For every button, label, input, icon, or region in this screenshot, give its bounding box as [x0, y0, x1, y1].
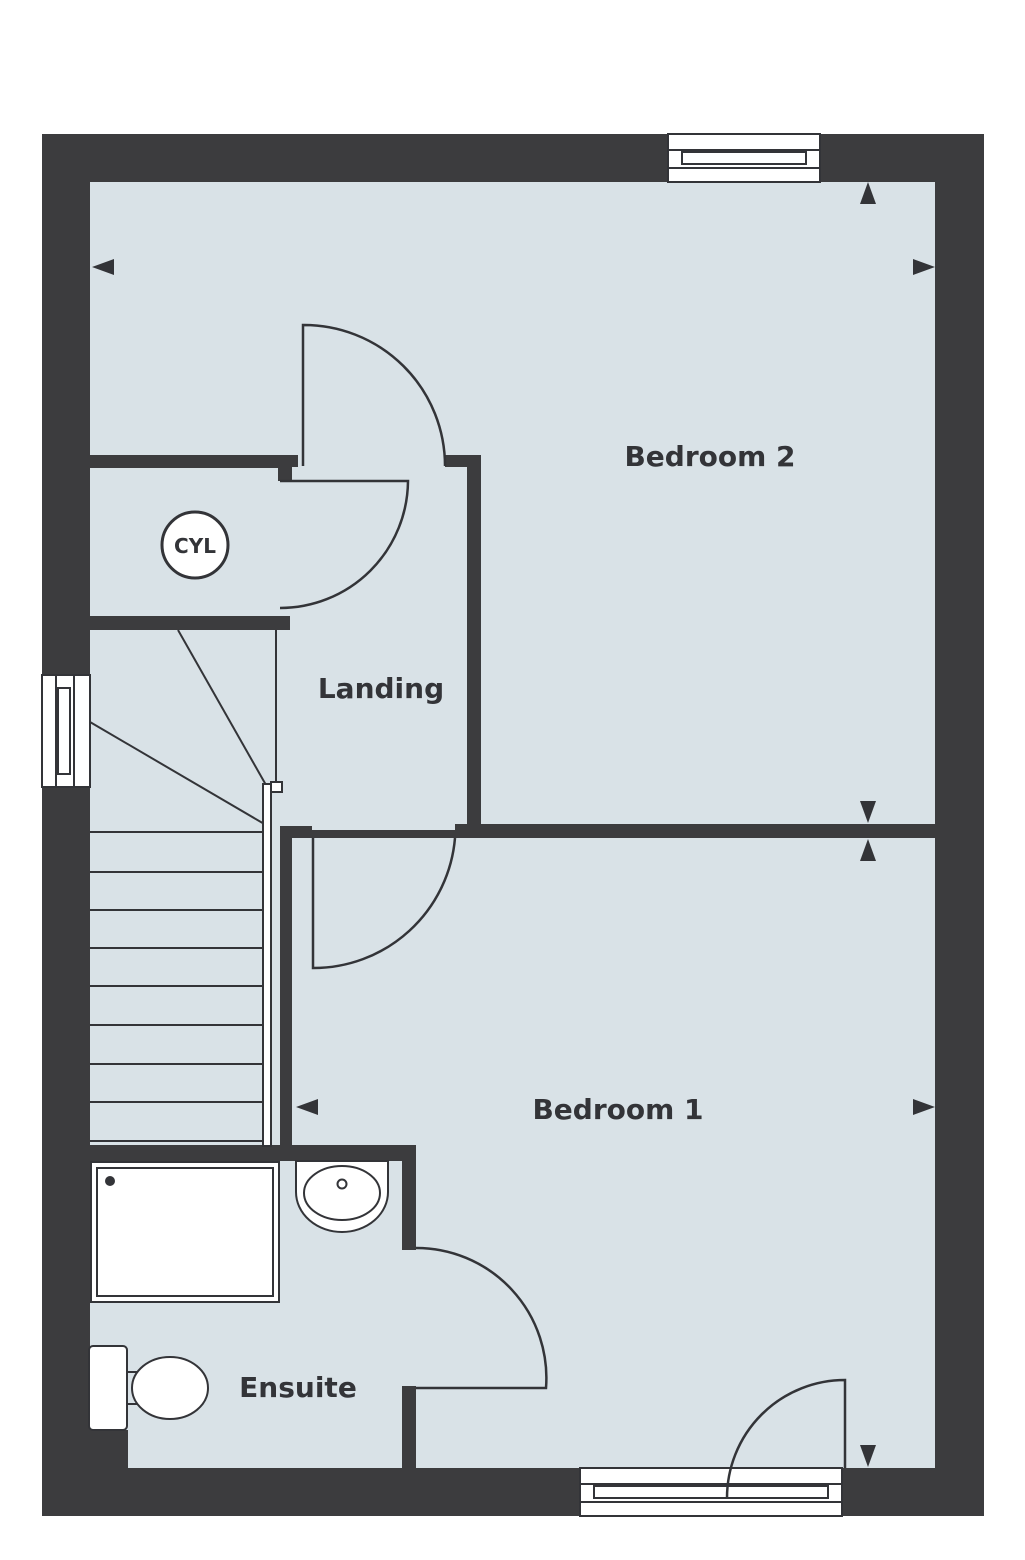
floor-stairs: [90, 630, 280, 1145]
stair-winder-1: [177, 629, 267, 786]
wall-cupboard-top-left: [90, 455, 298, 467]
room-label-ensuite: Ensuite: [239, 1371, 357, 1404]
floor-areas: [90, 182, 935, 1468]
door-cupboard: [279, 479, 410, 610]
wall-cupboard-bottom: [90, 616, 290, 630]
room-label-landing: Landing: [318, 672, 444, 705]
arrow-right-icon: [913, 1099, 935, 1115]
wall-ensuite-top: [90, 1145, 416, 1161]
floor-landing: [280, 455, 467, 830]
floor-bedroom-2: [90, 182, 935, 455]
arrow-up-icon: [860, 182, 876, 204]
door-wardrobe: [725, 1378, 847, 1499]
cylinder-label: CYL: [174, 534, 216, 558]
arrow-left-icon: [92, 259, 114, 275]
arrow-up-icon: [860, 839, 876, 861]
wall-between-bedrooms: [455, 824, 935, 838]
wall-ensuite-right-top: [402, 1145, 416, 1250]
shower-tray: [90, 1161, 280, 1303]
arrow-down-icon: [860, 801, 876, 823]
window-bottom: [579, 1467, 843, 1517]
wall-cupboard-right: [276, 616, 290, 630]
door-bedroom-2: [301, 323, 447, 467]
stair-winder-2: [89, 721, 267, 826]
arrow-down-icon: [860, 1445, 876, 1467]
door-ensuite: [415, 1246, 548, 1390]
arrow-right-icon: [913, 259, 935, 275]
wash-basin: [295, 1160, 389, 1233]
cylinder: CYL: [160, 510, 230, 580]
toilet: [88, 1345, 209, 1431]
internal-walls: [90, 455, 935, 1468]
arrow-left-icon: [296, 1099, 318, 1115]
wall-ensuite-right-bottom: [402, 1386, 416, 1468]
wall-bedroom2-left: [467, 455, 481, 830]
floor-bedroom-1-lower: [416, 1145, 935, 1468]
stairs: [89, 629, 283, 1147]
room-label-bedroom-2: Bedroom 2: [624, 440, 795, 473]
wall-cupboard-jamb: [278, 455, 292, 481]
window-top: [667, 133, 821, 183]
shower-drain-icon: [105, 1176, 115, 1186]
wall-ensuite-left-step: [90, 1430, 128, 1468]
wall-stair-side: [280, 838, 292, 1148]
dimension-arrows: [92, 182, 935, 1467]
cylinder-icon: [160, 510, 230, 580]
stair-balustrade: [262, 783, 272, 1147]
window-left: [41, 674, 91, 788]
door-bedroom-1: [311, 837, 457, 970]
room-label-bedroom-1: Bedroom 1: [532, 1093, 703, 1126]
floor-bedroom-1: [292, 838, 935, 1145]
floor-ensuite-door: [402, 1248, 416, 1388]
floor-bedroom-2-lower: [480, 455, 935, 825]
stair-newel: [270, 781, 283, 793]
wall-landing-lower: [280, 826, 312, 838]
